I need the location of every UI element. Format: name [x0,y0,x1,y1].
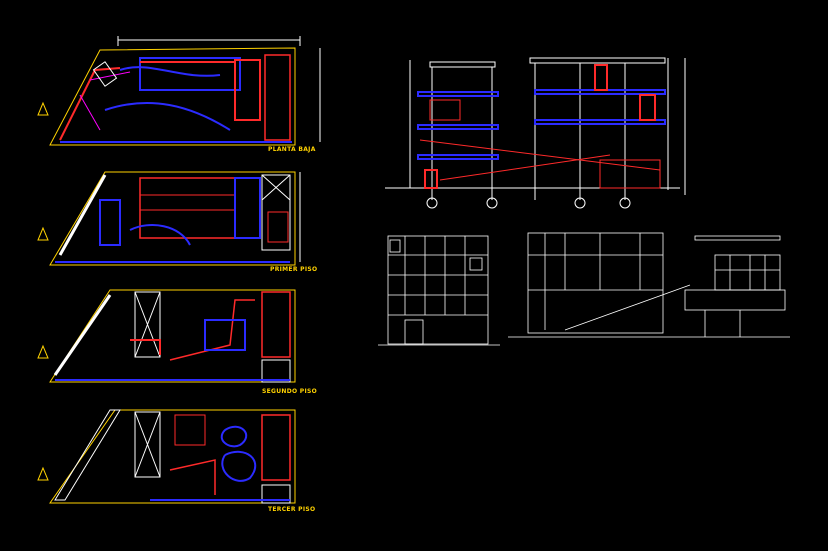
front-elevation [378,235,500,346]
label-segundo-piso: SEGUNDO PISO [262,388,318,395]
label-planta-baja: PLANTA BAJA [268,146,316,153]
building-section [385,57,686,209]
north-arrow-icon [37,101,49,116]
label-tercer-piso: TERCER PISO [268,506,316,513]
side-elevation [508,232,790,338]
north-arrow-icon [37,466,49,481]
plan-third-floor [49,409,296,504]
plan-second-floor [49,289,296,383]
north-arrow-icon [37,226,49,241]
plan-first-floor [49,171,301,266]
north-arrow-icon [37,344,49,359]
label-primer-piso: PRIMER PISO [270,266,318,273]
plan-ground-floor [49,36,321,146]
